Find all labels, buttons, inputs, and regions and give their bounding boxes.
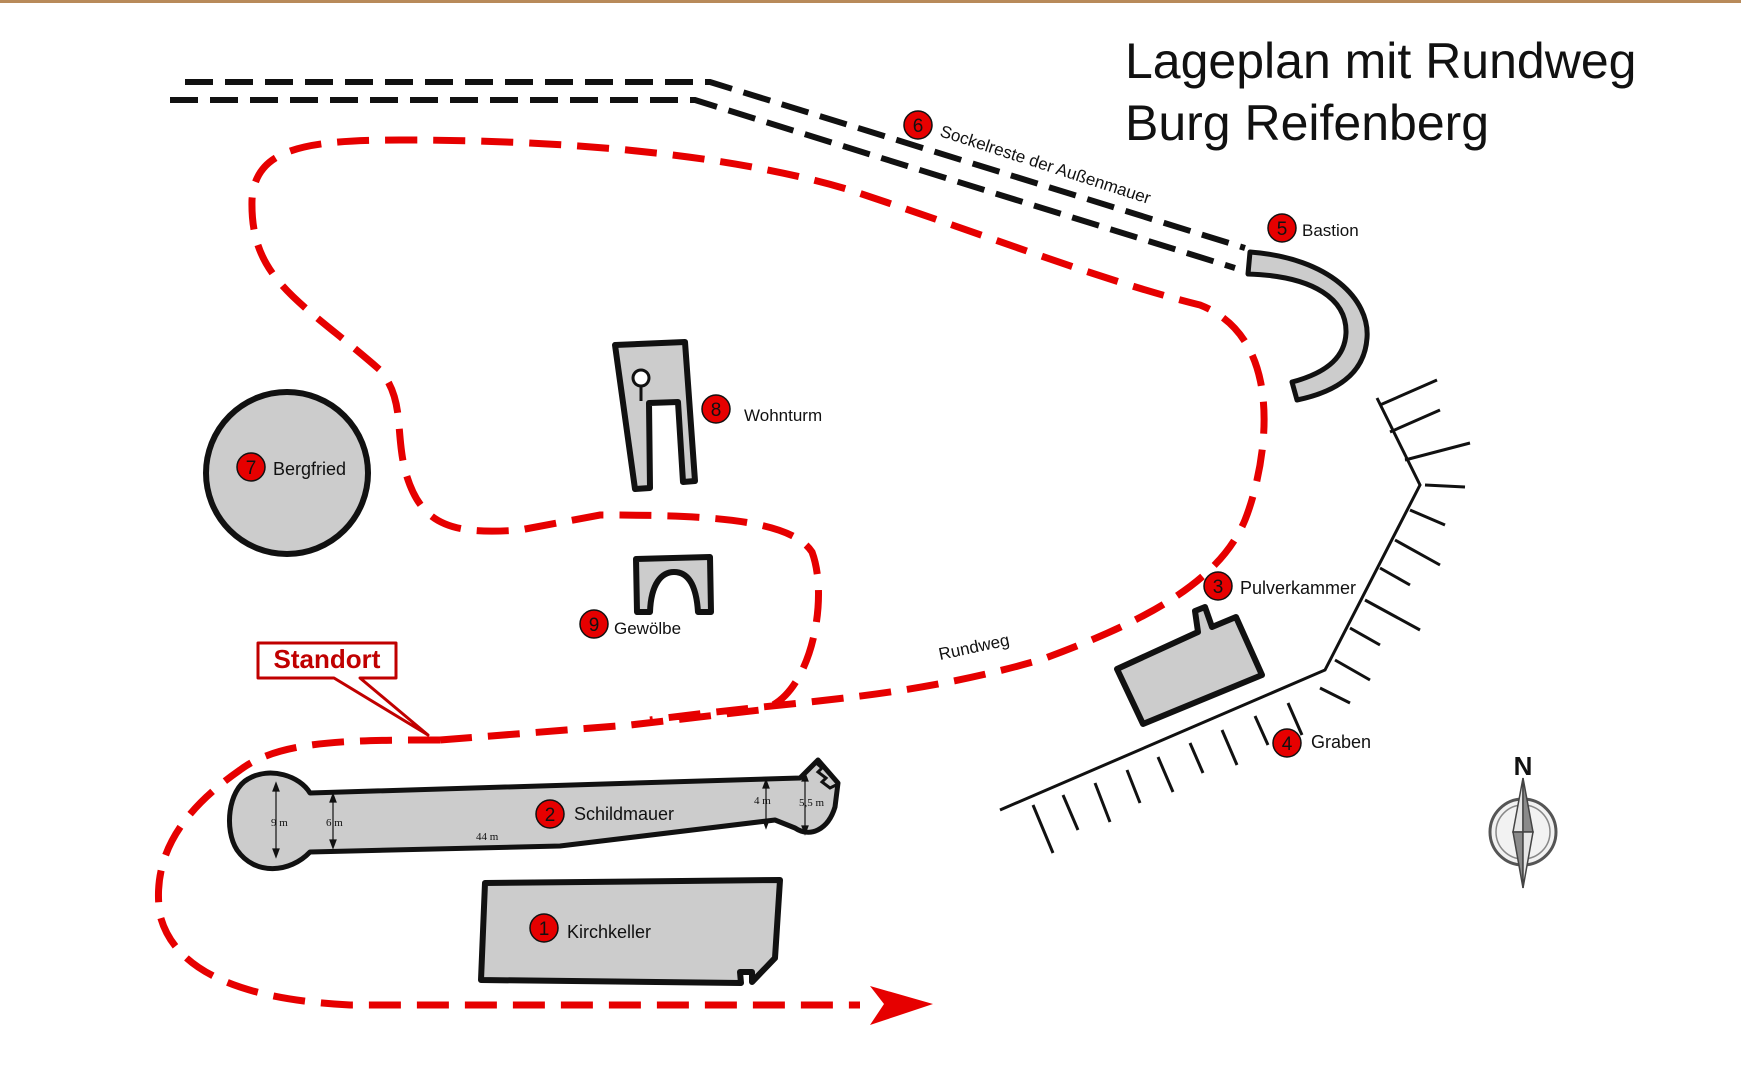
marker-7: 7 Bergfried [236, 452, 346, 482]
marker-5-number: 5 [1277, 219, 1288, 240]
standort-callout: Standort [256, 641, 430, 737]
north-compass-icon: N [1488, 751, 1558, 889]
north-label: N [1514, 751, 1533, 781]
map-title-line-2: Burg Reifenberg [1125, 95, 1489, 151]
dimension-9m: 9 m [271, 817, 288, 829]
bastion-label: Bastion [1302, 221, 1359, 240]
wohnturm-label: Wohnturm [744, 406, 822, 425]
bergfried-structure [203, 389, 371, 557]
marker-3: 3 Pulverkammer [1203, 571, 1356, 601]
marker-7-number: 7 [246, 458, 257, 479]
marker-8: 8 Wohnturm [701, 394, 822, 425]
dimension-5-5m: 5,5 m [799, 797, 825, 809]
marker-6: 6 Sockelreste der Außenmauer [903, 110, 1154, 208]
marker-4: 4 Graben [1272, 728, 1371, 758]
schildmauer-label: Schildmauer [574, 804, 674, 824]
marker-1: 1 Kirchkeller [529, 913, 651, 943]
marker-3-number: 3 [1213, 577, 1224, 598]
marker-9: 9 Gewölbe [579, 609, 681, 639]
wohnturm-well [631, 368, 651, 388]
rundweg-label: Rundweg [937, 630, 1011, 664]
marker-2: 2 Schildmauer [535, 799, 674, 829]
kirchkeller-structure [478, 877, 783, 986]
outer-wall-remains [170, 79, 1246, 271]
schildmauer-structure [226, 757, 841, 872]
gewoelbe-structure [633, 554, 714, 615]
marker-1-number: 1 [539, 919, 550, 940]
dimension-44m: 44 m [476, 831, 499, 843]
rundweg-arrow-icon [870, 986, 933, 1025]
schildmauer-broken-end [814, 760, 837, 790]
dimension-6m: 6 m [326, 817, 343, 829]
bergfried-label: Bergfried [273, 459, 346, 479]
pulverkammer-structure [1114, 604, 1265, 727]
wohnturm-structure [612, 339, 698, 492]
sockelreste-label: Sockelreste der Außenmauer [938, 122, 1154, 208]
schildmauer-dimension-arrows [272, 771, 809, 859]
gewoelbe-label: Gewölbe [614, 619, 681, 638]
rundweg-path [248, 136, 1268, 744]
kirchkeller-label: Kirchkeller [567, 922, 651, 942]
standort-label: Standort [274, 644, 381, 674]
graben-ditch [999, 378, 1471, 854]
marker-8-number: 8 [711, 400, 722, 421]
bastion-shape [1245, 249, 1370, 403]
graben-label: Graben [1311, 732, 1371, 752]
marker-4-number: 4 [1282, 734, 1293, 755]
top-border-line [0, 0, 1741, 3]
marker-9-number: 9 [589, 615, 600, 636]
marker-5: 5 Bastion [1267, 213, 1359, 243]
pulverkammer-label: Pulverkammer [1240, 578, 1356, 598]
rundweg-path-lower [155, 736, 860, 1009]
marker-2-number: 2 [545, 805, 556, 826]
dimension-4m: 4 m [754, 795, 771, 807]
marker-6-number: 6 [913, 116, 924, 137]
map-title-line-1: Lageplan mit Rundweg [1125, 33, 1636, 89]
